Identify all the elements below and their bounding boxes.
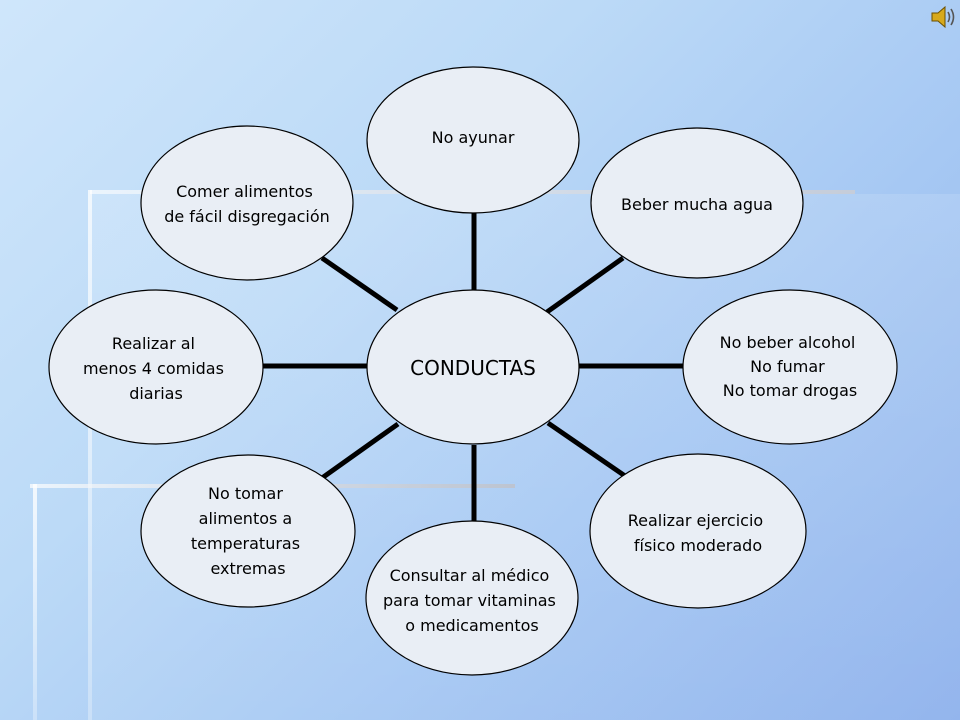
node-beber-agua-label: Beber mucha agua [621, 195, 773, 214]
connector-beber-agua [545, 255, 625, 315]
center-label: CONDUCTAS [410, 356, 536, 380]
node-center: CONDUCTAS [366, 289, 580, 445]
node-beber-agua-shape [590, 127, 804, 279]
node-ejercicio-label: Realizar ejercicio físico moderado [628, 511, 769, 555]
node-temperaturas-shape [140, 454, 356, 608]
node-no-ayunar: No ayunar [366, 66, 580, 214]
node-alimentos-shape [140, 125, 354, 281]
node-comidas: Realizar al menos 4 comidas diarias [48, 289, 264, 445]
node-alimentos: Comer alimentos de fácil disgregación [140, 125, 354, 281]
connectors [262, 213, 684, 522]
node-medico-label: Consultar al médico para tomar vitaminas… [383, 566, 561, 635]
node-ejercicio: Realizar ejercicio físico moderado [589, 453, 807, 609]
node-no-ayunar-shape [366, 66, 580, 214]
node-ejercicio-shape [589, 453, 807, 609]
node-no-alcohol-shape [682, 289, 898, 445]
node-temperaturas-label: No tomar alimentos a temperaturas extrem… [191, 484, 305, 578]
node-medico: Consultar al médico para tomar vitaminas… [365, 520, 579, 676]
node-no-alcohol: No beber alcohol No fumar No tomar droga… [682, 289, 898, 445]
node-temperaturas: No tomar alimentos a temperaturas extrem… [140, 454, 356, 608]
connector-alimentos [320, 255, 399, 313]
node-comidas-shape [48, 289, 264, 445]
center-shape [366, 289, 580, 445]
connector-ejercicio [546, 420, 630, 481]
connector-temperaturas [320, 421, 400, 481]
node-no-alcohol-label: No beber alcohol No fumar No tomar droga… [720, 333, 861, 400]
node-comidas-label: Realizar al menos 4 comidas diarias [83, 334, 229, 403]
speaker-icon[interactable] [928, 2, 958, 32]
node-alimentos-label: Comer alimentos de fácil disgregación [164, 182, 330, 226]
node-beber-agua: Beber mucha agua [590, 127, 804, 279]
node-medico-shape [365, 520, 579, 676]
node-no-ayunar-label: No ayunar [432, 128, 515, 147]
